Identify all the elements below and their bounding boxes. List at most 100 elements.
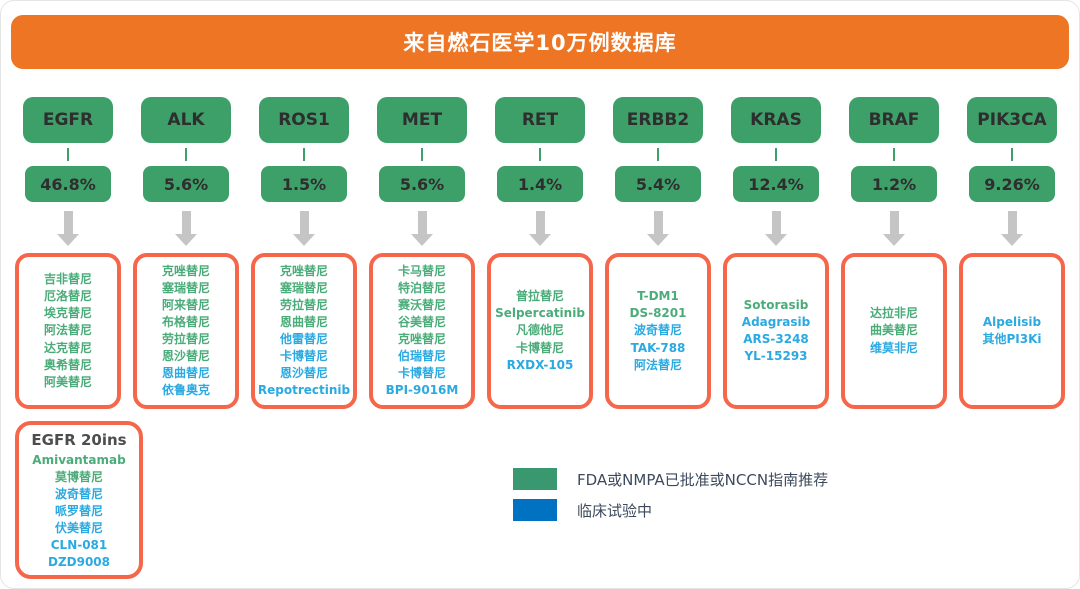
drug-name: TAK-788	[630, 340, 686, 355]
down-arrow-icon	[529, 211, 551, 246]
drug-name: 卡博替尼	[515, 340, 564, 355]
drug-name: 恩沙替尼	[279, 366, 328, 381]
drug-name: 曲美替尼	[869, 323, 918, 338]
drug-name: 其他PI3Ki	[982, 332, 1042, 346]
drug-name: 他雷替尼	[279, 332, 328, 346]
arrow-shaft	[653, 211, 663, 234]
drug-name: Amivantamab	[32, 452, 126, 467]
legend-row-trial: 临床试验中	[513, 499, 828, 521]
down-arrow-icon	[293, 211, 315, 246]
drug-name: DZD9008	[47, 554, 111, 569]
drug-name: 阿法替尼	[43, 323, 92, 338]
drug-name: 赛沃替尼	[397, 297, 446, 312]
percent-box: 1.2%	[851, 166, 937, 202]
drug-name: 塞瑞替尼	[161, 280, 210, 295]
drug-name: 劳拉替尼	[279, 297, 328, 312]
drug-name: RXDX-105	[506, 357, 574, 372]
drug-name: 特泊替尼	[397, 280, 446, 295]
percent-box: 1.4%	[497, 166, 583, 202]
drug-name: 克唑替尼	[279, 263, 328, 278]
drug-name: 达克替尼	[43, 340, 92, 355]
arrow-head	[57, 234, 79, 246]
drug-name: ARS-3248	[743, 332, 809, 346]
drug-name: Sotorasib	[743, 297, 809, 312]
page-title: 来自燃石医学10万例数据库	[403, 31, 677, 55]
gene-box: KRAS	[731, 97, 821, 143]
down-arrow-icon	[411, 211, 433, 246]
gene-box: PIK3CA	[967, 97, 1057, 143]
drug-name: 劳拉替尼	[161, 332, 210, 346]
legend-row-approved: FDA或NMPA已批准或NCCN指南推荐	[513, 468, 828, 490]
gene-box: EGFR	[23, 97, 113, 143]
down-arrow-icon	[57, 211, 79, 246]
connector-line	[185, 148, 187, 161]
drug-name: 卡马替尼	[397, 263, 446, 278]
arrow-head	[411, 234, 433, 246]
arrow-shaft	[1007, 211, 1017, 234]
drug-name: 塞瑞替尼	[279, 280, 328, 295]
percent-box: 46.8%	[25, 166, 111, 202]
percent-box: 9.26%	[969, 166, 1055, 202]
down-arrow-icon	[647, 211, 669, 246]
drug-name: 阿法替尼	[633, 357, 682, 372]
gene-box: ERBB2	[613, 97, 703, 143]
drug-name: YL-15293	[744, 349, 808, 364]
egfr-20ins-title: EGFR 20ins	[31, 431, 127, 450]
drug-name: 凡德他尼	[515, 323, 564, 338]
arrow-head	[883, 234, 905, 246]
arrow-shaft	[889, 211, 899, 234]
drug-name: 达拉非尼	[869, 306, 918, 321]
drug-name: 维莫非尼	[869, 340, 918, 355]
drug-name: 莫博替尼	[54, 469, 103, 484]
connector-line	[421, 148, 423, 161]
drug-name: CLN-081	[50, 537, 108, 552]
drug-name: 厄洛替尼	[43, 289, 92, 304]
drug-name: 卡博替尼	[279, 349, 328, 364]
percent-box: 1.5%	[261, 166, 347, 202]
drug-name: 谷美替尼	[397, 314, 446, 329]
gene-box: ALK	[141, 97, 231, 143]
percent-box: 5.6%	[143, 166, 229, 202]
drug-name: 普拉替尼	[515, 289, 564, 304]
arrow-shaft	[535, 211, 545, 234]
drug-name: 恩曲替尼	[161, 366, 210, 381]
legend: FDA或NMPA已批准或NCCN指南推荐 临床试验中	[513, 468, 828, 521]
connector-line	[893, 148, 895, 161]
gene-box: RET	[495, 97, 585, 143]
drug-name: 伯瑞替尼	[397, 349, 446, 364]
gene-column: EGFR 46.8% 吉非替尼厄洛替尼埃克替尼阿法替尼达克替尼奥希替尼阿美替尼	[9, 97, 127, 409]
drug-name: 伏美替尼	[54, 520, 103, 535]
drug-name: 依鲁奥克	[161, 383, 210, 398]
arrow-shaft	[299, 211, 309, 234]
arrow-head	[765, 234, 787, 246]
drug-name: 波奇替尼	[633, 323, 682, 338]
drug-name: 恩沙替尼	[161, 349, 210, 364]
arrow-head	[293, 234, 315, 246]
down-arrow-icon	[175, 211, 197, 246]
connector-line	[539, 148, 541, 161]
trial-color-swatch	[513, 499, 557, 521]
drug-name: 波奇替尼	[54, 486, 103, 501]
percent-box: 5.4%	[615, 166, 701, 202]
drug-box: 吉非替尼厄洛替尼埃克替尼阿法替尼达克替尼奥希替尼阿美替尼	[15, 253, 121, 409]
drug-name: 阿美替尼	[43, 374, 92, 389]
drug-name: BPI-9016M	[385, 383, 459, 398]
connector-line	[303, 148, 305, 161]
drug-name: 布格替尼	[161, 314, 210, 329]
drug-name: 克唑替尼	[397, 332, 446, 346]
connector-line	[775, 148, 777, 161]
drug-name: Adagrasib	[741, 314, 811, 329]
percent-box: 12.4%	[733, 166, 819, 202]
gene-column: BRAF 1.2% 达拉非尼曲美替尼维莫非尼	[835, 97, 953, 409]
